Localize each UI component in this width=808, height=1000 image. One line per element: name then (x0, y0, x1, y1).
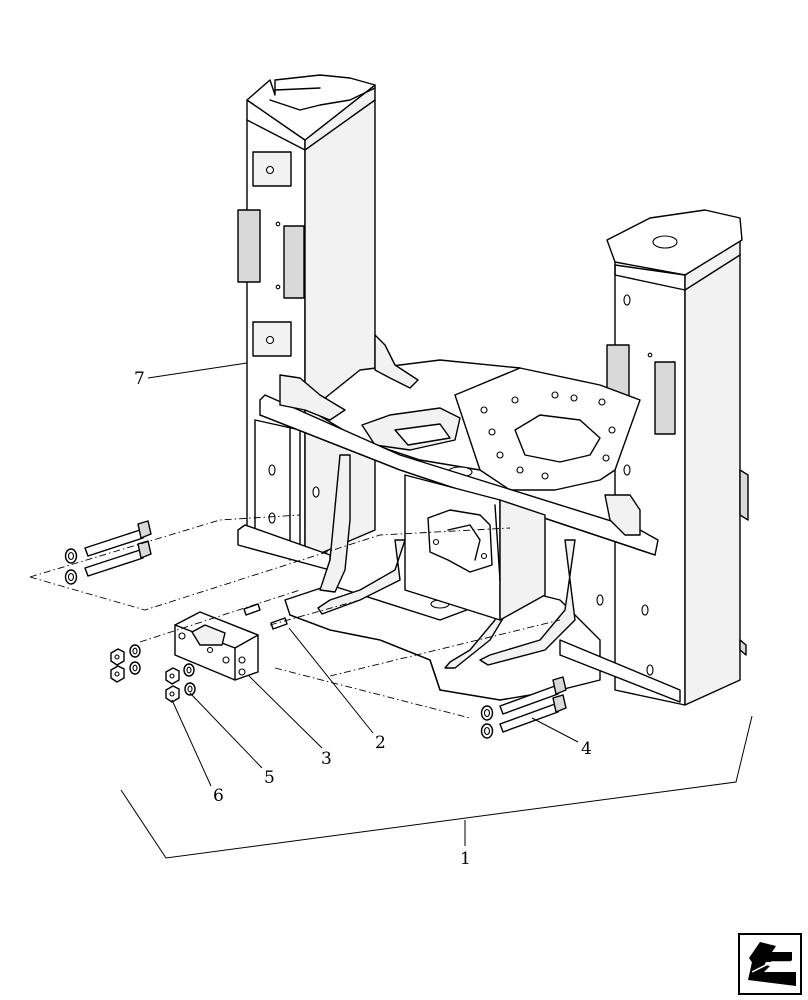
callout-1: 1 (460, 849, 471, 869)
left-column (237, 74, 376, 561)
clamp-block (174, 611, 259, 681)
assembly-centerlines (29, 514, 561, 719)
callout-3: 3 (321, 749, 332, 769)
lower-bolt-set (480, 676, 567, 739)
callout-5: 5 (264, 768, 275, 788)
dowel-pins (243, 603, 288, 630)
right-column (596, 209, 749, 706)
callout-7: 7 (134, 369, 145, 389)
upper-rail (259, 394, 659, 556)
assembly-bracket (120, 715, 753, 859)
nuts-and-washers (110, 644, 196, 703)
back-arrow-icon[interactable] (738, 933, 802, 995)
callout-2: 2 (375, 733, 386, 753)
callout-4: 4 (581, 739, 592, 759)
gussets (279, 334, 641, 669)
upper-bolt-set (64, 520, 152, 585)
inner-web (404, 474, 546, 621)
callout-6: 6 (213, 786, 224, 806)
leader-lines (147, 362, 579, 787)
top-deck-plate (309, 359, 641, 491)
